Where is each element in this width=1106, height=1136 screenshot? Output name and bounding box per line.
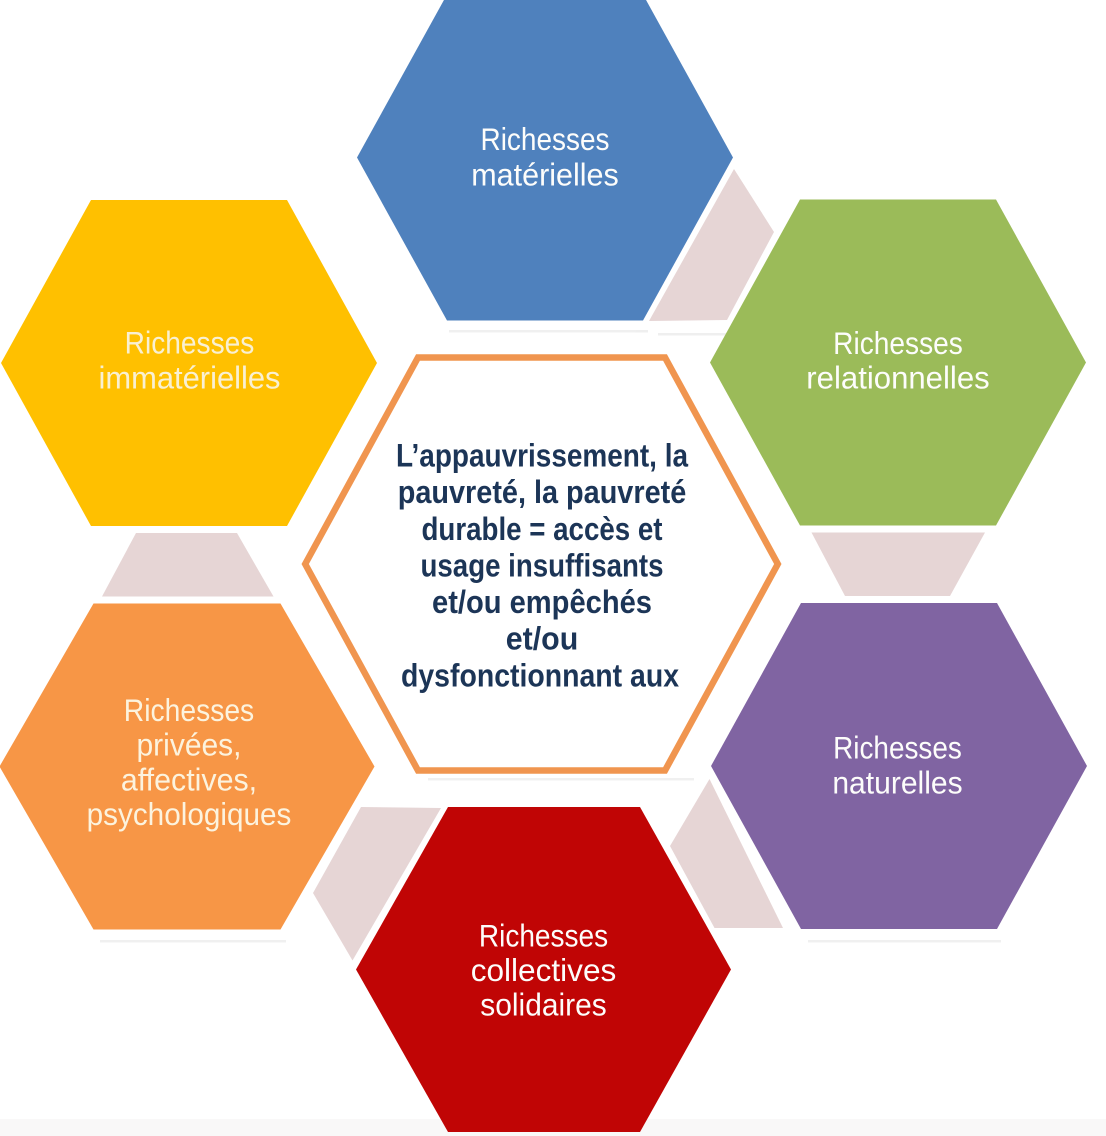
- svg-text:L’appauvrissement, la: L’appauvrissement, la: [396, 438, 688, 474]
- svg-text:solidaires: solidaires: [480, 987, 606, 1023]
- svg-text:psychologiques: psychologiques: [87, 796, 292, 832]
- svg-text:immatérielles: immatérielles: [99, 360, 281, 396]
- svg-text:pauvreté, la pauvreté: pauvreté, la pauvreté: [398, 474, 687, 510]
- svg-text:collectives: collectives: [471, 952, 617, 988]
- svg-text:Richesses: Richesses: [833, 325, 963, 361]
- svg-text:Richesses: Richesses: [481, 121, 610, 157]
- svg-text:dysfonctionnant aux: dysfonctionnant aux: [401, 657, 679, 693]
- svg-text:privées,: privées,: [137, 727, 242, 763]
- svg-text:relationnelles: relationnelles: [806, 360, 989, 396]
- svg-text:naturelles: naturelles: [832, 765, 962, 801]
- svg-text:et/ou: et/ou: [506, 621, 579, 657]
- svg-text:Richesses: Richesses: [124, 692, 254, 728]
- svg-text:Richesses: Richesses: [479, 918, 608, 954]
- svg-text:Richesses: Richesses: [125, 325, 255, 361]
- svg-text:affectives,: affectives,: [121, 762, 257, 798]
- svg-text:Richesses: Richesses: [833, 730, 962, 766]
- svg-text:matérielles: matérielles: [471, 156, 619, 192]
- svg-text:et/ou empêchés: et/ou empêchés: [432, 584, 652, 620]
- svg-text:durable = accès et: durable = accès et: [422, 511, 663, 547]
- svg-text:usage insuffisants: usage insuffisants: [421, 547, 664, 583]
